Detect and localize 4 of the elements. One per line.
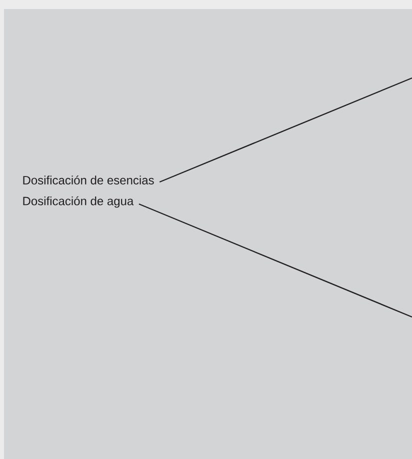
leader-line bbox=[138, 203, 412, 318]
label-text: Dosificación de esencias bbox=[23, 176, 154, 184]
leader-line bbox=[159, 77, 412, 183]
label-text: Dosificación de agua bbox=[23, 196, 134, 208]
